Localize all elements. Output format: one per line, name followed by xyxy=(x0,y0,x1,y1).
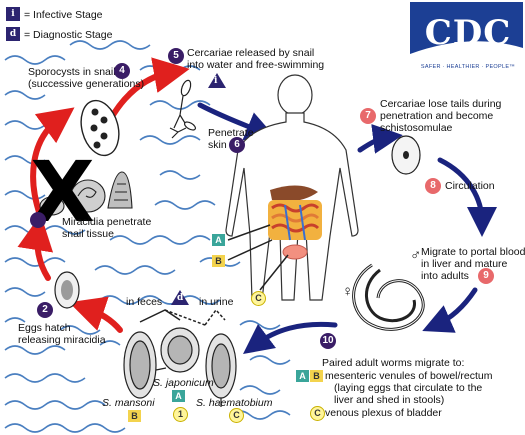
penetrate-label-line1: Penetrate xyxy=(208,127,254,139)
marker-c-paired: C xyxy=(310,406,325,421)
cdc-logo-word: CDC xyxy=(424,13,512,53)
arrow-circulation xyxy=(437,157,497,237)
cercariae-released-line2: into water and free-swimming xyxy=(187,59,325,71)
red-cycle-arrows xyxy=(17,57,190,333)
marker-a-organ: A xyxy=(212,234,225,246)
legend-diagnostic-label: = Diagnostic Stage xyxy=(24,29,113,41)
in-urine-label: in urine xyxy=(199,296,234,308)
step-1-badge xyxy=(30,212,46,228)
eggs-hatch-line1: Eggs hatch xyxy=(18,322,71,334)
s-mansoni-label: S. mansoni xyxy=(102,397,155,409)
cercariae-lose-line1: Cercariae lose tails during xyxy=(380,98,502,110)
marker-a-japonicum: A xyxy=(172,390,185,402)
marker-b-paired: B xyxy=(310,370,323,382)
paired-line1: Paired adult worms migrate to: xyxy=(322,357,465,369)
sporocysts-label-line2: (successive generations) xyxy=(28,78,145,90)
marker-c-organ: C xyxy=(251,291,266,306)
arrow-penetrate-skin xyxy=(197,102,276,141)
arrow-egg-to-miracidia xyxy=(17,214,54,281)
step-9-badge: 9 xyxy=(478,268,494,284)
schistosomulae-drawing xyxy=(391,135,421,175)
marker-c-haematobium: C xyxy=(229,408,244,423)
miracidia-line2: snail tissue xyxy=(62,228,114,240)
male-symbol: ♂ xyxy=(410,247,422,264)
infective-stage-marker: i xyxy=(208,73,226,88)
cercariae-lose-line2: penetration and become xyxy=(380,110,494,122)
arrow-eggs-to-hatch xyxy=(68,296,123,333)
step-10-badge: 10 xyxy=(320,333,336,349)
internal-organs xyxy=(268,185,322,260)
diagnostic-stage-marker: d xyxy=(171,290,189,305)
step-2-badge: 2 xyxy=(37,302,53,318)
cercariae-lose-line3: schistosomulae xyxy=(380,122,453,134)
s-japonicum-label: S. japonicum xyxy=(153,377,214,389)
in-feces-label: in feces xyxy=(126,296,163,308)
eggs-hatch-line2: releasing miracidia xyxy=(18,334,106,346)
snails-drawing xyxy=(39,171,133,216)
s-haematobium-label: S. haematobium xyxy=(196,397,273,409)
step-8-badge: 8 xyxy=(425,178,441,194)
adult-worms-drawing xyxy=(352,263,425,331)
diagnostic-stage-icon: d xyxy=(6,27,20,41)
cercariae-released-line1: Cercariae released by snail xyxy=(187,47,315,59)
infective-stage-icon: i xyxy=(6,7,20,21)
marker-b-organ: B xyxy=(212,255,225,267)
migrate-line3: into adults xyxy=(421,270,469,282)
eggs-in-excreta xyxy=(123,308,237,407)
paired-line5: venous plexus of bladder xyxy=(325,407,442,419)
cdc-logo: CDC SAFER · HEALTHIER · PEOPLE™ xyxy=(410,2,523,74)
female-symbol: ♀ xyxy=(342,283,354,300)
arrow-to-portal xyxy=(422,287,478,333)
paired-line4: liver and shed in stools) xyxy=(334,394,445,406)
diagnostic-marker-letter: d xyxy=(177,293,184,303)
step-7-badge: 7 xyxy=(360,108,376,124)
penetrate-label-line2: skin xyxy=(208,139,227,151)
cdc-logo-swoosh xyxy=(410,2,523,54)
infective-marker-letter: i xyxy=(214,76,218,86)
egg-hatch-drawing xyxy=(54,271,80,309)
paired-line2: mesenteric venules of bowel/rectum xyxy=(325,370,493,382)
circulation-label: Circulation xyxy=(445,180,495,192)
marker-b-mansoni: B xyxy=(128,410,141,422)
paired-line3: (laying eggs that circulate to the xyxy=(334,382,483,394)
arrow-worms-to-eggs xyxy=(242,321,338,354)
miracidia-line1: Miracidia penetrate xyxy=(62,216,152,228)
cdc-logo-tagline: SAFER · HEALTHIER · PEOPLE™ xyxy=(420,64,516,70)
step-6-badge: 6 xyxy=(229,137,245,153)
step-5-badge: 5 xyxy=(168,48,184,64)
organ-pointer-lines xyxy=(227,224,289,291)
arrow-sporocyst-to-cercariae xyxy=(107,57,190,123)
step-1-egg-badge: 1 xyxy=(173,407,188,422)
cercariae-drawing xyxy=(169,79,197,139)
migrate-line2: in liver and mature xyxy=(421,258,508,270)
marker-a-paired: A xyxy=(296,370,309,382)
legend-infective-label: = Infective Stage xyxy=(24,9,103,21)
migrate-line1: Migrate to portal blood xyxy=(421,246,525,258)
blue-cycle-arrows xyxy=(197,102,497,354)
sporocysts-label-line1: Sporocysts in snail xyxy=(28,66,116,78)
step-4-badge: 4 xyxy=(114,63,130,79)
arrow-miracidia-to-sporocyst xyxy=(30,107,75,218)
arrow-to-schistosomulae xyxy=(357,123,403,154)
sporocyst-drawing xyxy=(80,99,120,157)
